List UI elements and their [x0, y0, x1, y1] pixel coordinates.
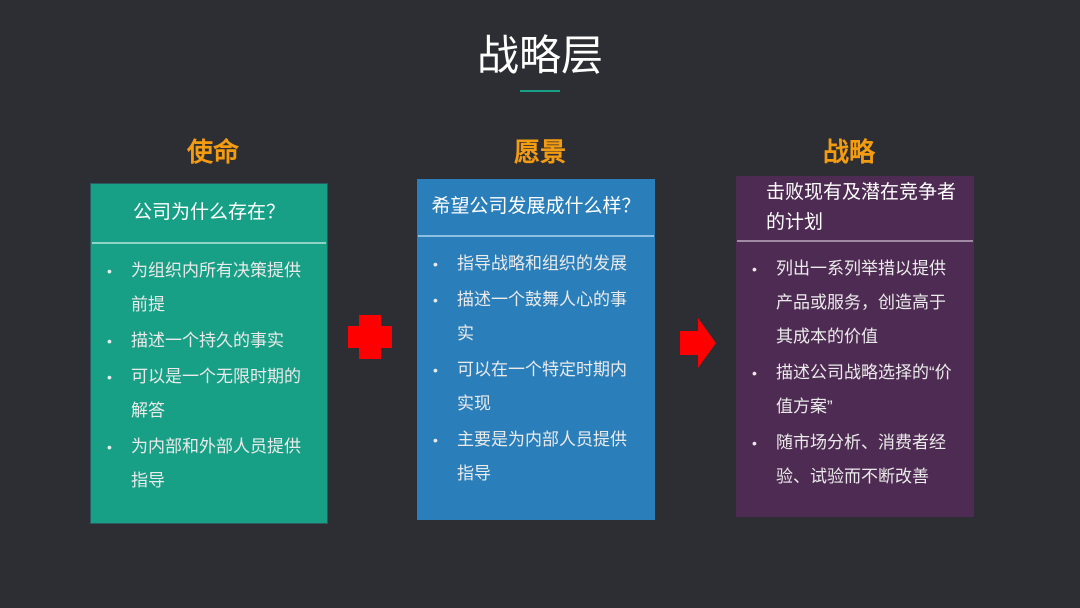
list-item: • 描述公司战略选择的“价值方案” [736, 356, 974, 424]
list-item: • 指导战略和组织的发展 [417, 247, 655, 281]
list-item: • 为组织内所有决策提供前提 [91, 254, 327, 322]
item-text: 描述一个鼓舞人心的事实 [457, 290, 627, 343]
list-item: • 随市场分析、消费者经验、试验而不断改善 [736, 426, 974, 494]
bullet-icon: • [433, 362, 438, 378]
item-text: 描述公司战略选择的“价值方案” [776, 363, 952, 416]
bullet-icon: • [107, 369, 112, 385]
strategy-card: 击败现有及潜在竞争者的计划 • 列出一系列举措以提供产品或服务，创造高于其成本的价… [736, 176, 974, 517]
item-text: 可以在一个特定时期内实现 [457, 360, 627, 413]
mission-question: 公司为什么存在？ [132, 202, 285, 223]
divider [737, 240, 973, 242]
divider [92, 242, 326, 244]
list-item: • 描述一个持久的事实 [91, 324, 327, 358]
bullet-icon: • [433, 256, 438, 272]
bullet-icon: • [752, 435, 757, 451]
list-item: • 可以是一个无限时期的解答 [91, 360, 327, 428]
vision-card: 希望公司发展成什么样？ • 指导战略和组织的发展 • 描述一个鼓舞人心的事实 • … [417, 179, 655, 520]
bullet-icon: • [107, 439, 112, 455]
item-text: 随市场分析、消费者经验、试验而不断改善 [776, 433, 946, 486]
item-text: 列出一系列举措以提供产品或服务，创造高于其成本的价值 [776, 259, 946, 346]
divider [418, 235, 654, 237]
list-item: • 列出一系列举措以提供产品或服务，创造高于其成本的价值 [736, 252, 974, 354]
bullet-icon: • [107, 333, 112, 349]
bullet-icon: • [433, 292, 438, 308]
heading-strategy: 战略 [822, 137, 875, 167]
list-item: • 为内部和外部人员提供指导 [91, 430, 327, 498]
mission-card: 公司为什么存在？ • 为组织内所有决策提供前提 • 描述一个持久的事实 • 可以是一个… [90, 183, 328, 524]
vision-question: 希望公司发展成什么样？ [431, 196, 641, 217]
plus-icon [348, 315, 392, 359]
list-item: • 主要是为内部人员提供指导 [417, 423, 655, 491]
strategy-question: 击败现有及潜在竞争者的计划 [766, 182, 957, 233]
title-underline [520, 90, 560, 92]
bullet-icon: • [433, 432, 438, 448]
heading-vision: 愿景 [513, 137, 566, 167]
bullet-icon: • [107, 263, 112, 279]
item-text: 可以是一个无限时期的解答 [131, 367, 301, 420]
heading-mission: 使命 [186, 137, 239, 167]
list-item: • 描述一个鼓舞人心的事实 [417, 283, 655, 351]
item-text: 为内部和外部人员提供指导 [131, 437, 301, 490]
arrow-right-icon [680, 318, 716, 368]
item-text: 指导战略和组织的发展 [457, 254, 627, 273]
item-text: 为组织内所有决策提供前提 [131, 261, 301, 314]
bullet-icon: • [752, 365, 757, 381]
list-item: • 可以在一个特定时期内实现 [417, 353, 655, 421]
bullet-icon: • [752, 261, 757, 277]
item-text: 描述一个持久的事实 [131, 331, 284, 350]
item-text: 主要是为内部人员提供指导 [457, 430, 627, 483]
slide-title: 战略层 [476, 32, 603, 79]
